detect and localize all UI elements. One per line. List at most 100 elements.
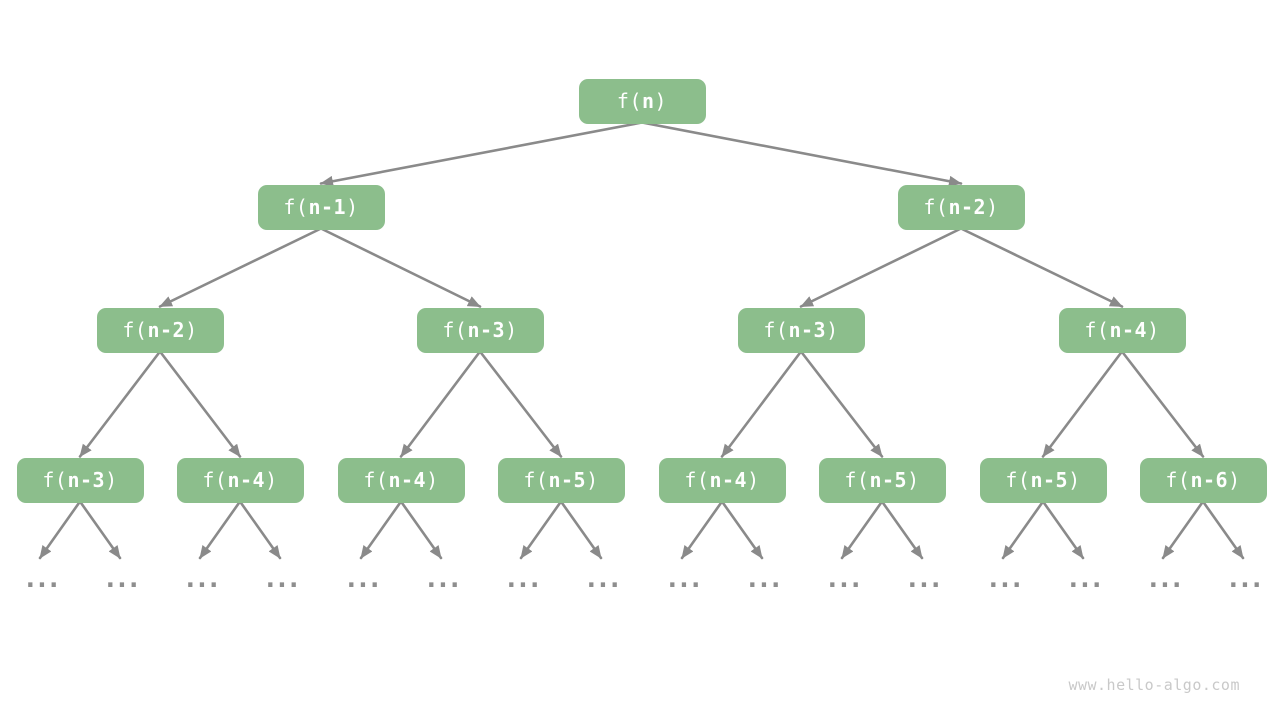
node-label-prefix: f( [122, 318, 148, 342]
node-label-arg: n-3 [67, 468, 106, 492]
node-label-suffix: ) [654, 89, 668, 113]
edge-d3-e6 [399, 500, 443, 560]
node-label-suffix: ) [747, 468, 760, 492]
ellipsis-e2: ... [102, 564, 142, 594]
node-label-arg: n-6 [1190, 468, 1229, 492]
ellipsis-e13: ... [985, 564, 1025, 594]
node-label-prefix: f( [923, 195, 949, 219]
edge-c3-d5 [720, 350, 803, 458]
node-label-suffix: ) [105, 468, 118, 492]
node-label-suffix: ) [1147, 318, 1160, 342]
node-label-prefix: f( [684, 468, 710, 492]
node-label-arg: n-2 [147, 318, 186, 342]
ellipsis-e6: ... [423, 564, 463, 594]
ellipsis-e1: ... [22, 564, 62, 594]
edge-a1-b1 [319, 121, 644, 187]
edge-d8-e16 [1201, 500, 1245, 560]
node-label-arg: n [642, 89, 655, 113]
tree-node-c2: f(n-3) [416, 307, 544, 353]
node-label-arg: n-1 [308, 195, 347, 219]
edge-c2-d4 [478, 350, 563, 458]
edge-a1-b2 [640, 121, 963, 187]
tree-node-b1: f(n-1) [257, 184, 385, 230]
node-label-arg: n-5 [1030, 468, 1069, 492]
edge-d3-e5 [359, 500, 403, 560]
edge-b2-c3 [799, 227, 963, 308]
node-label-arg: n-3 [467, 318, 506, 342]
edge-b1-c1 [158, 227, 323, 308]
edge-c2-d3 [399, 350, 482, 458]
node-label-arg: n-5 [869, 468, 908, 492]
edge-b2-c4 [959, 227, 1124, 308]
node-label-prefix: f( [763, 318, 789, 342]
tree-node-d1: f(n-3) [16, 457, 144, 503]
node-label-suffix: ) [185, 318, 198, 342]
edge-d4-e7 [519, 500, 563, 560]
node-label-arg: n-4 [709, 468, 748, 492]
node-label-suffix: ) [907, 468, 920, 492]
ellipsis-e9: ... [664, 564, 704, 594]
node-label-suffix: ) [1068, 468, 1081, 492]
ellipsis-e8: ... [583, 564, 623, 594]
node-label-prefix: f( [844, 468, 870, 492]
ellipsis-e5: ... [343, 564, 383, 594]
node-label-prefix: f( [363, 468, 389, 492]
edge-d2-e4 [238, 500, 282, 560]
ellipsis-e12: ... [904, 564, 944, 594]
edge-d5-e9 [680, 500, 724, 560]
node-label-prefix: f( [283, 195, 309, 219]
node-label-prefix: f( [1005, 468, 1031, 492]
node-label-arg: n-4 [227, 468, 266, 492]
edge-c1-d1 [78, 350, 162, 458]
node-label-prefix: f( [1165, 468, 1191, 492]
node-label-suffix: ) [1228, 468, 1241, 492]
edge-d1-e2 [78, 500, 122, 560]
node-label-suffix: ) [505, 318, 518, 342]
node-label-prefix: f( [42, 468, 68, 492]
edge-d7-e14 [1041, 500, 1085, 560]
node-label-arg: n-2 [948, 195, 987, 219]
node-label-suffix: ) [586, 468, 599, 492]
node-label-prefix: f( [1084, 318, 1110, 342]
edge-d1-e1 [38, 500, 82, 560]
ellipsis-e7: ... [503, 564, 543, 594]
edge-d7-e13 [1001, 500, 1045, 560]
watermark: www.hello-algo.com [1068, 676, 1240, 694]
tree-node-d4: f(n-5) [497, 457, 625, 503]
node-label-prefix: f( [523, 468, 549, 492]
tree-node-c1: f(n-2) [96, 307, 224, 353]
node-label-arg: n-3 [788, 318, 827, 342]
ellipsis-e16: ... [1225, 564, 1265, 594]
node-label-prefix: f( [616, 89, 642, 113]
edge-c4-d7 [1041, 350, 1124, 458]
node-label-arg: n-4 [388, 468, 427, 492]
edge-c3-d6 [799, 350, 884, 458]
node-label-suffix: ) [265, 468, 278, 492]
edge-c1-d2 [158, 350, 242, 458]
edge-d5-e10 [720, 500, 764, 560]
node-label-suffix: ) [426, 468, 439, 492]
node-label-suffix: ) [346, 195, 359, 219]
ellipsis-e3: ... [182, 564, 222, 594]
edge-b1-c2 [319, 227, 482, 308]
node-label-prefix: f( [442, 318, 468, 342]
edge-c4-d8 [1120, 350, 1205, 458]
node-label-suffix: ) [826, 318, 839, 342]
tree-node-d5: f(n-4) [658, 457, 786, 503]
tree-node-d7: f(n-5) [979, 457, 1107, 503]
node-label-suffix: ) [986, 195, 999, 219]
tree-node-b2: f(n-2) [897, 184, 1025, 230]
tree-node-c4: f(n-4) [1058, 307, 1186, 353]
edge-d4-e8 [559, 500, 603, 560]
tree-node-c3: f(n-3) [737, 307, 865, 353]
edge-d2-e3 [198, 500, 242, 560]
edge-d6-e12 [880, 500, 924, 560]
tree-node-d3: f(n-4) [337, 457, 465, 503]
edge-d8-e15 [1161, 500, 1205, 560]
tree-node-d8: f(n-6) [1139, 457, 1267, 503]
tree-node-d6: f(n-5) [818, 457, 946, 503]
node-label-prefix: f( [202, 468, 228, 492]
tree-node-a1: f(n) [578, 78, 706, 124]
ellipsis-e10: ... [744, 564, 784, 594]
